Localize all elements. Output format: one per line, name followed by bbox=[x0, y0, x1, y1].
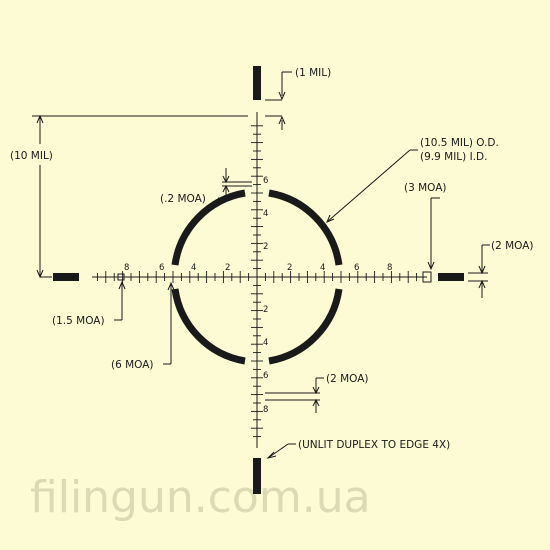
v-number: 2 bbox=[263, 242, 268, 252]
duplex-post-top bbox=[253, 66, 261, 100]
watermark-text: filingun.com.ua bbox=[30, 472, 371, 523]
label-one-five-moa: (1.5 MOA) bbox=[52, 315, 105, 327]
vertical-ticks bbox=[251, 125, 263, 438]
label-two-moa-bottom: (2 MOA) bbox=[326, 373, 369, 385]
label-ten-mil: (10 MIL) bbox=[10, 150, 53, 162]
v-number: 6 bbox=[263, 176, 268, 186]
h-number: 6 bbox=[354, 263, 359, 273]
v-number: 4 bbox=[263, 338, 268, 348]
label-od: (10.5 MIL) O.D. bbox=[420, 137, 499, 149]
h-number: 2 bbox=[225, 263, 230, 273]
dim-unlit-duplex: (UNLIT DUPLEX TO EDGE 4X) bbox=[266, 439, 450, 459]
v-number: 8 bbox=[263, 405, 268, 415]
h-number: 6 bbox=[159, 263, 164, 273]
dim-one-mil: (1 MIL) bbox=[265, 67, 331, 130]
dim-three-moa: (3 MOA) bbox=[404, 182, 447, 271]
label-six-moa: (6 MOA) bbox=[111, 359, 154, 371]
dim-one-five-moa: (1.5 MOA) bbox=[52, 280, 126, 327]
dim-ten-mil: (10 MIL) bbox=[10, 114, 248, 279]
v-number: 6 bbox=[263, 371, 268, 381]
h-number: 8 bbox=[387, 263, 392, 273]
label-point-two-moa: (.2 MOA) bbox=[160, 193, 206, 205]
ring-arc-top-right bbox=[268, 189, 343, 266]
vertical-scale-numbers: 6 4 2 2 4 6 8 bbox=[263, 176, 268, 415]
h-number: 4 bbox=[320, 263, 325, 273]
center-ring bbox=[171, 189, 343, 365]
h-number: 8 bbox=[124, 263, 129, 273]
horizontal-ticks bbox=[96, 271, 418, 283]
label-three-moa: (3 MOA) bbox=[404, 182, 447, 194]
h-number: 4 bbox=[191, 263, 196, 273]
dim-two-moa-bottom: (2 MOA) bbox=[265, 373, 369, 413]
dim-six-moa: (6 MOA) bbox=[111, 281, 175, 371]
v-number: 2 bbox=[263, 305, 268, 315]
ring-arc-bottom-left bbox=[171, 288, 246, 365]
right-end-marker bbox=[422, 271, 432, 283]
label-id: (9.9 MIL) I.D. bbox=[420, 151, 487, 163]
horizontal-scale-numbers: 8 6 4 2 2 4 6 8 bbox=[124, 263, 392, 273]
dim-point-two-moa: (.2 MOA) bbox=[160, 168, 252, 205]
label-one-mil: (1 MIL) bbox=[295, 67, 331, 79]
ring-arc-bottom-right bbox=[268, 288, 343, 365]
dim-od-id: (10.5 MIL) O.D. (9.9 MIL) I.D. bbox=[326, 137, 499, 223]
dim-two-moa-right: (2 MOA) bbox=[468, 240, 534, 298]
duplex-post-bottom bbox=[253, 458, 261, 494]
left-end-marker bbox=[117, 273, 125, 281]
label-unlit-duplex: (UNLIT DUPLEX TO EDGE 4X) bbox=[298, 439, 450, 451]
label-two-moa-right: (2 MOA) bbox=[491, 240, 534, 252]
duplex-post-left bbox=[53, 273, 79, 281]
duplex-post-right bbox=[438, 273, 464, 281]
v-number: 4 bbox=[263, 209, 268, 219]
h-number: 2 bbox=[287, 263, 292, 273]
ring-arc-top-left bbox=[171, 189, 246, 266]
